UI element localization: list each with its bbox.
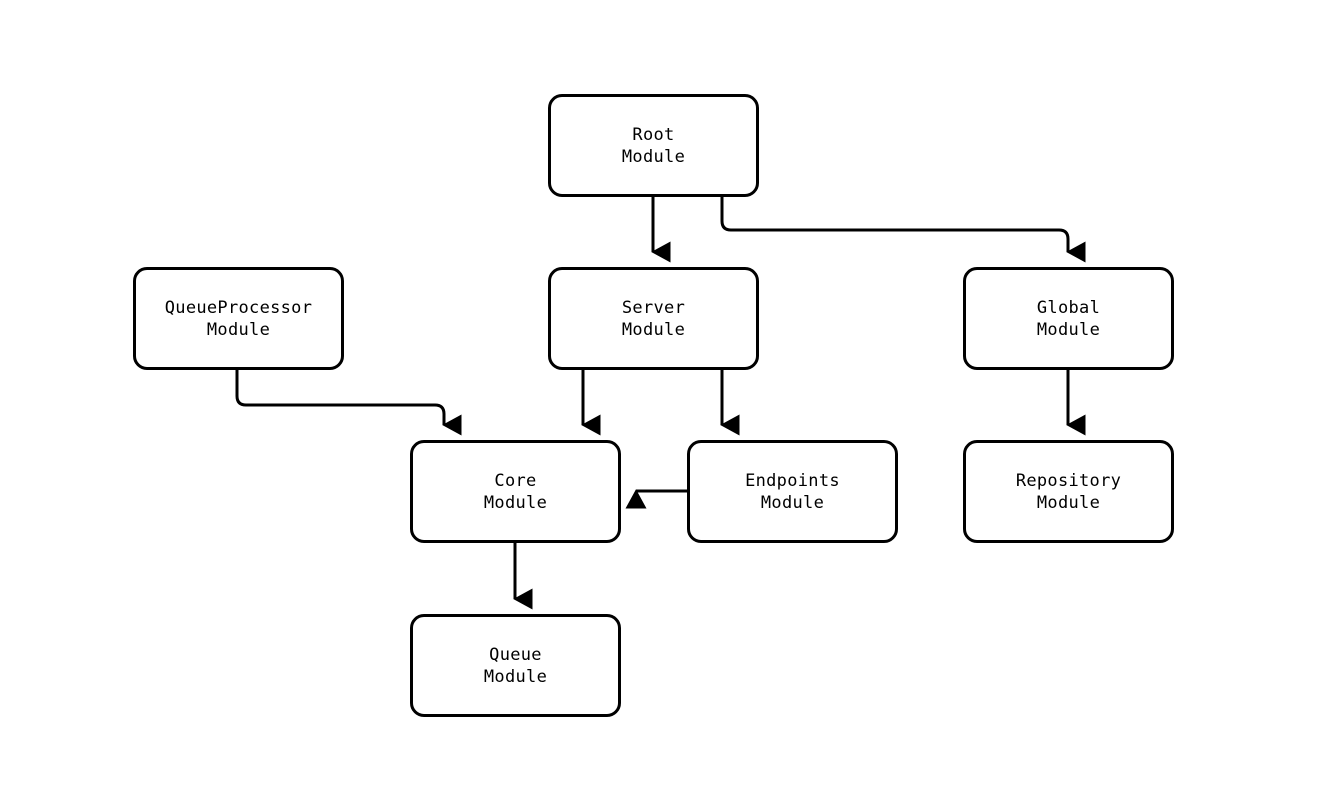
node-endpoints-module-name: Endpoints (745, 470, 840, 491)
node-root-module-suffix: Module (621, 146, 686, 167)
node-core-module[interactable]: Core Module (410, 440, 621, 543)
node-root-module-name: Root (632, 124, 675, 145)
node-queueprocessor-module-suffix: Module (206, 319, 271, 340)
edge-root-to-global (720, 197, 1086, 263)
node-core-module-name: Core (494, 470, 537, 491)
node-core-module-suffix: Module (483, 492, 548, 513)
node-queue-module-name: Queue (489, 644, 542, 665)
node-queue-module[interactable]: Queue Module (410, 614, 621, 717)
node-global-module[interactable]: Global Module (963, 267, 1174, 370)
node-repository-module[interactable]: Repository Module (963, 440, 1174, 543)
node-repository-module-name: Repository (1015, 470, 1122, 491)
node-queueprocessor-module-name: QueueProcessor (164, 297, 313, 318)
edge-queueprocessor-to-core (235, 370, 462, 436)
node-server-module[interactable]: Server Module (548, 267, 759, 370)
node-server-module-suffix: Module (621, 319, 686, 340)
node-repository-module-suffix: Module (1036, 492, 1101, 513)
node-global-module-suffix: Module (1036, 319, 1101, 340)
edges-group (235, 197, 1086, 610)
node-server-module-name: Server (621, 297, 686, 318)
node-global-module-name: Global (1036, 297, 1101, 318)
node-queueprocessor-module[interactable]: QueueProcessor Module (133, 267, 344, 370)
node-queue-module-suffix: Module (483, 666, 548, 687)
node-root-module[interactable]: Root Module (548, 94, 759, 197)
node-endpoints-module-suffix: Module (760, 492, 825, 513)
node-endpoints-module[interactable]: Endpoints Module (687, 440, 898, 543)
